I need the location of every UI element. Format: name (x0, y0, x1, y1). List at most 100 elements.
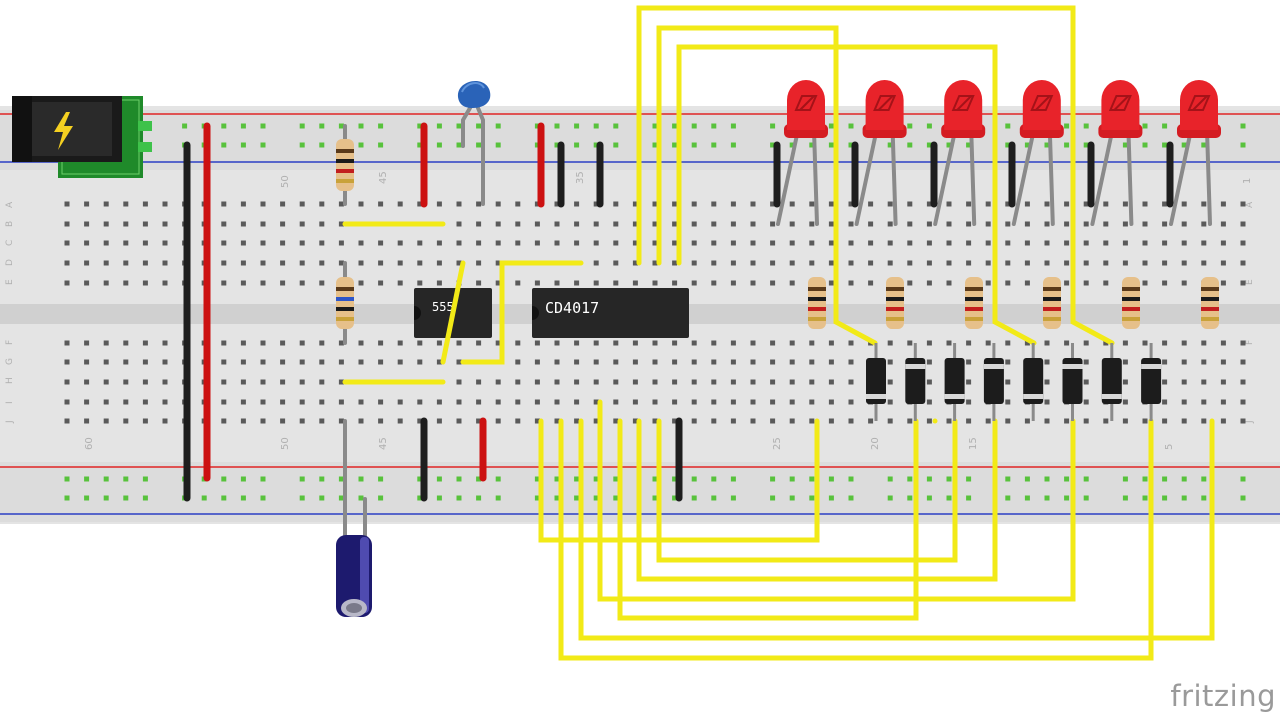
breadboard-hole (280, 221, 286, 227)
breadboard-hole (1201, 142, 1207, 148)
breadboard-hole (456, 201, 462, 207)
breadboard-hole (456, 221, 462, 227)
breadboard-hole (534, 379, 540, 385)
breadboard-hole (926, 379, 932, 385)
breadboard-hole (848, 495, 854, 501)
breadboard-hole (946, 495, 952, 501)
breadboard-hole (476, 399, 482, 405)
breadboard-hole (554, 201, 560, 207)
breadboard-hole (1201, 399, 1207, 405)
breadboard-hole (378, 399, 384, 405)
breadboard-hole (103, 340, 109, 346)
breadboard-hole (1103, 221, 1109, 227)
breadboard-hole (1240, 142, 1246, 148)
breadboard-hole (299, 418, 305, 424)
breadboard-hole (887, 240, 893, 246)
breadboard-hole (691, 123, 697, 129)
breadboard-hole (1044, 418, 1050, 424)
column-numbers: 1 45 50 35 60 50 45 25 20 15 5 (84, 171, 1253, 450)
breadboard-hole (358, 123, 364, 129)
breadboard-hole (221, 240, 227, 246)
yellow-wires (342, 5, 1215, 661)
breadboard-hole (828, 379, 834, 385)
breadboard-hole (711, 476, 717, 482)
breadboard-hole (1240, 221, 1246, 227)
breadboard-hole (750, 340, 756, 346)
breadboard-hole (1083, 142, 1089, 148)
breadboard-hole (319, 476, 325, 482)
row-letter: H (5, 377, 15, 384)
breadboard-hole (632, 260, 638, 266)
breadboard-hole (789, 340, 795, 346)
breadboard-hole (1220, 260, 1226, 266)
breadboard-hole (1142, 476, 1148, 482)
row-letter: D (5, 259, 15, 266)
breadboard-hole (652, 142, 658, 148)
breadboard-hole (926, 221, 932, 227)
breadboard-hole (1024, 476, 1030, 482)
breadboard-hole (1122, 476, 1128, 482)
breadboard-hole (809, 359, 815, 365)
breadboard-hole (476, 123, 482, 129)
breadboard-hole (985, 340, 991, 346)
breadboard-hole (162, 221, 168, 227)
breadboard-hole (338, 379, 344, 385)
breadboard-hole (926, 280, 932, 286)
breadboard-hole (1142, 280, 1148, 286)
breadboard-hole (299, 280, 305, 286)
breadboard-hole (730, 123, 736, 129)
breadboard-hole (613, 476, 619, 482)
breadboard-hole (1201, 495, 1207, 501)
breadboard-hole (1201, 418, 1207, 424)
breadboard-hole (142, 495, 148, 501)
breadboard-hole (280, 359, 286, 365)
breadboard-hole (456, 476, 462, 482)
breadboard-hole (1005, 399, 1011, 405)
breadboard-hole (848, 476, 854, 482)
breadboard-hole (691, 495, 697, 501)
breadboard-hole (240, 201, 246, 207)
breadboard-hole (730, 340, 736, 346)
breadboard-hole (828, 340, 834, 346)
breadboard-hole (1162, 379, 1168, 385)
breadboard-hole (632, 240, 638, 246)
breadboard-hole (240, 359, 246, 365)
breadboard-hole (515, 201, 521, 207)
breadboard-hole (887, 476, 893, 482)
column-number: 1 (1242, 178, 1253, 184)
breadboard-hole (221, 340, 227, 346)
breadboard-hole (574, 359, 580, 365)
breadboard-hole (652, 123, 658, 129)
breadboard-hole (672, 379, 678, 385)
breadboard-hole (84, 280, 90, 286)
breadboard-hole (534, 280, 540, 286)
breadboard-hole (946, 340, 952, 346)
breadboard-hole (574, 123, 580, 129)
breadboard-hole (907, 495, 913, 501)
breadboard-hole (554, 399, 560, 405)
breadboard-hole (730, 142, 736, 148)
column-number: 35 (575, 171, 586, 184)
breadboard-hole (1044, 260, 1050, 266)
breadboard-hole (1240, 495, 1246, 501)
breadboard-hole (868, 418, 874, 424)
breadboard-hole (162, 418, 168, 424)
breadboard-hole (221, 201, 227, 207)
breadboard-hole (848, 399, 854, 405)
breadboard-hole (64, 359, 70, 365)
breadboard-hole (750, 201, 756, 207)
breadboard-hole (1083, 418, 1089, 424)
breadboard-hole (476, 476, 482, 482)
breadboard-hole (691, 379, 697, 385)
breadboard-hole (495, 476, 501, 482)
breadboard-hole (221, 418, 227, 424)
breadboard-hole (711, 495, 717, 501)
breadboard-hole (397, 359, 403, 365)
breadboard-hole (534, 476, 540, 482)
breadboard-hole (672, 201, 678, 207)
breadboard-hole (1201, 340, 1207, 346)
breadboard-hole (378, 240, 384, 246)
breadboard-hole (397, 399, 403, 405)
breadboard-hole (887, 221, 893, 227)
